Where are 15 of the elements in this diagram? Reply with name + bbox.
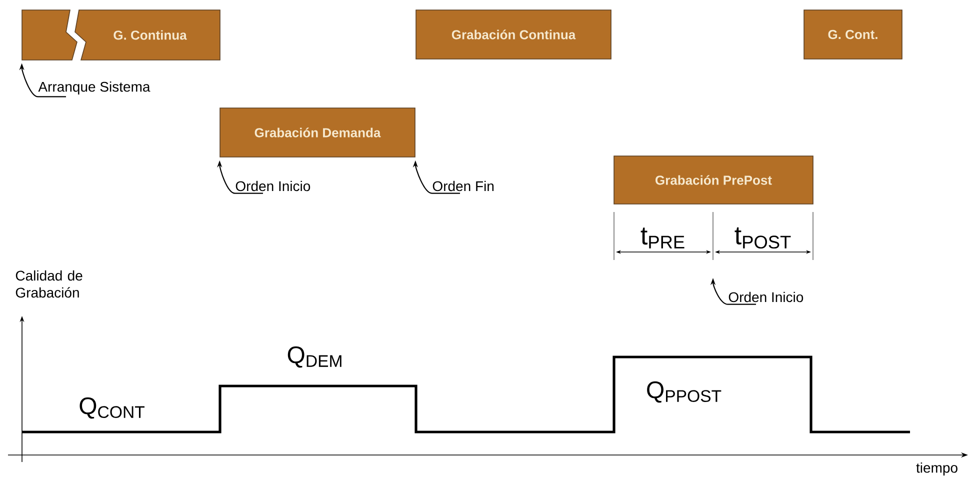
event-label: Orden Inicio bbox=[236, 180, 310, 192]
level-label: Q$_{DEM}$ bbox=[288, 346, 342, 368]
state-box: Grabación PrePost bbox=[614, 156, 814, 204]
axis-title: Calidad de Grabación bbox=[16, 270, 82, 298]
level-label: Q$_{CONT}$ bbox=[80, 397, 144, 419]
event-label: Arranque Sistema bbox=[38, 81, 150, 95]
level-label: Q$_{PPOST}$ bbox=[647, 381, 722, 403]
state-box: Grabación Continua bbox=[416, 10, 612, 60]
event-label: Orden Inicio bbox=[728, 292, 804, 302]
axis-title: tiempo bbox=[916, 462, 958, 476]
event-label: Orden Fin bbox=[432, 180, 494, 192]
state-box: Grabación Demanda bbox=[220, 108, 416, 158]
broken-box: G. Continua bbox=[22, 10, 220, 60]
duration-label: t$_{PRE}$ bbox=[640, 228, 684, 248]
state-box: G. Cont. bbox=[804, 10, 902, 60]
